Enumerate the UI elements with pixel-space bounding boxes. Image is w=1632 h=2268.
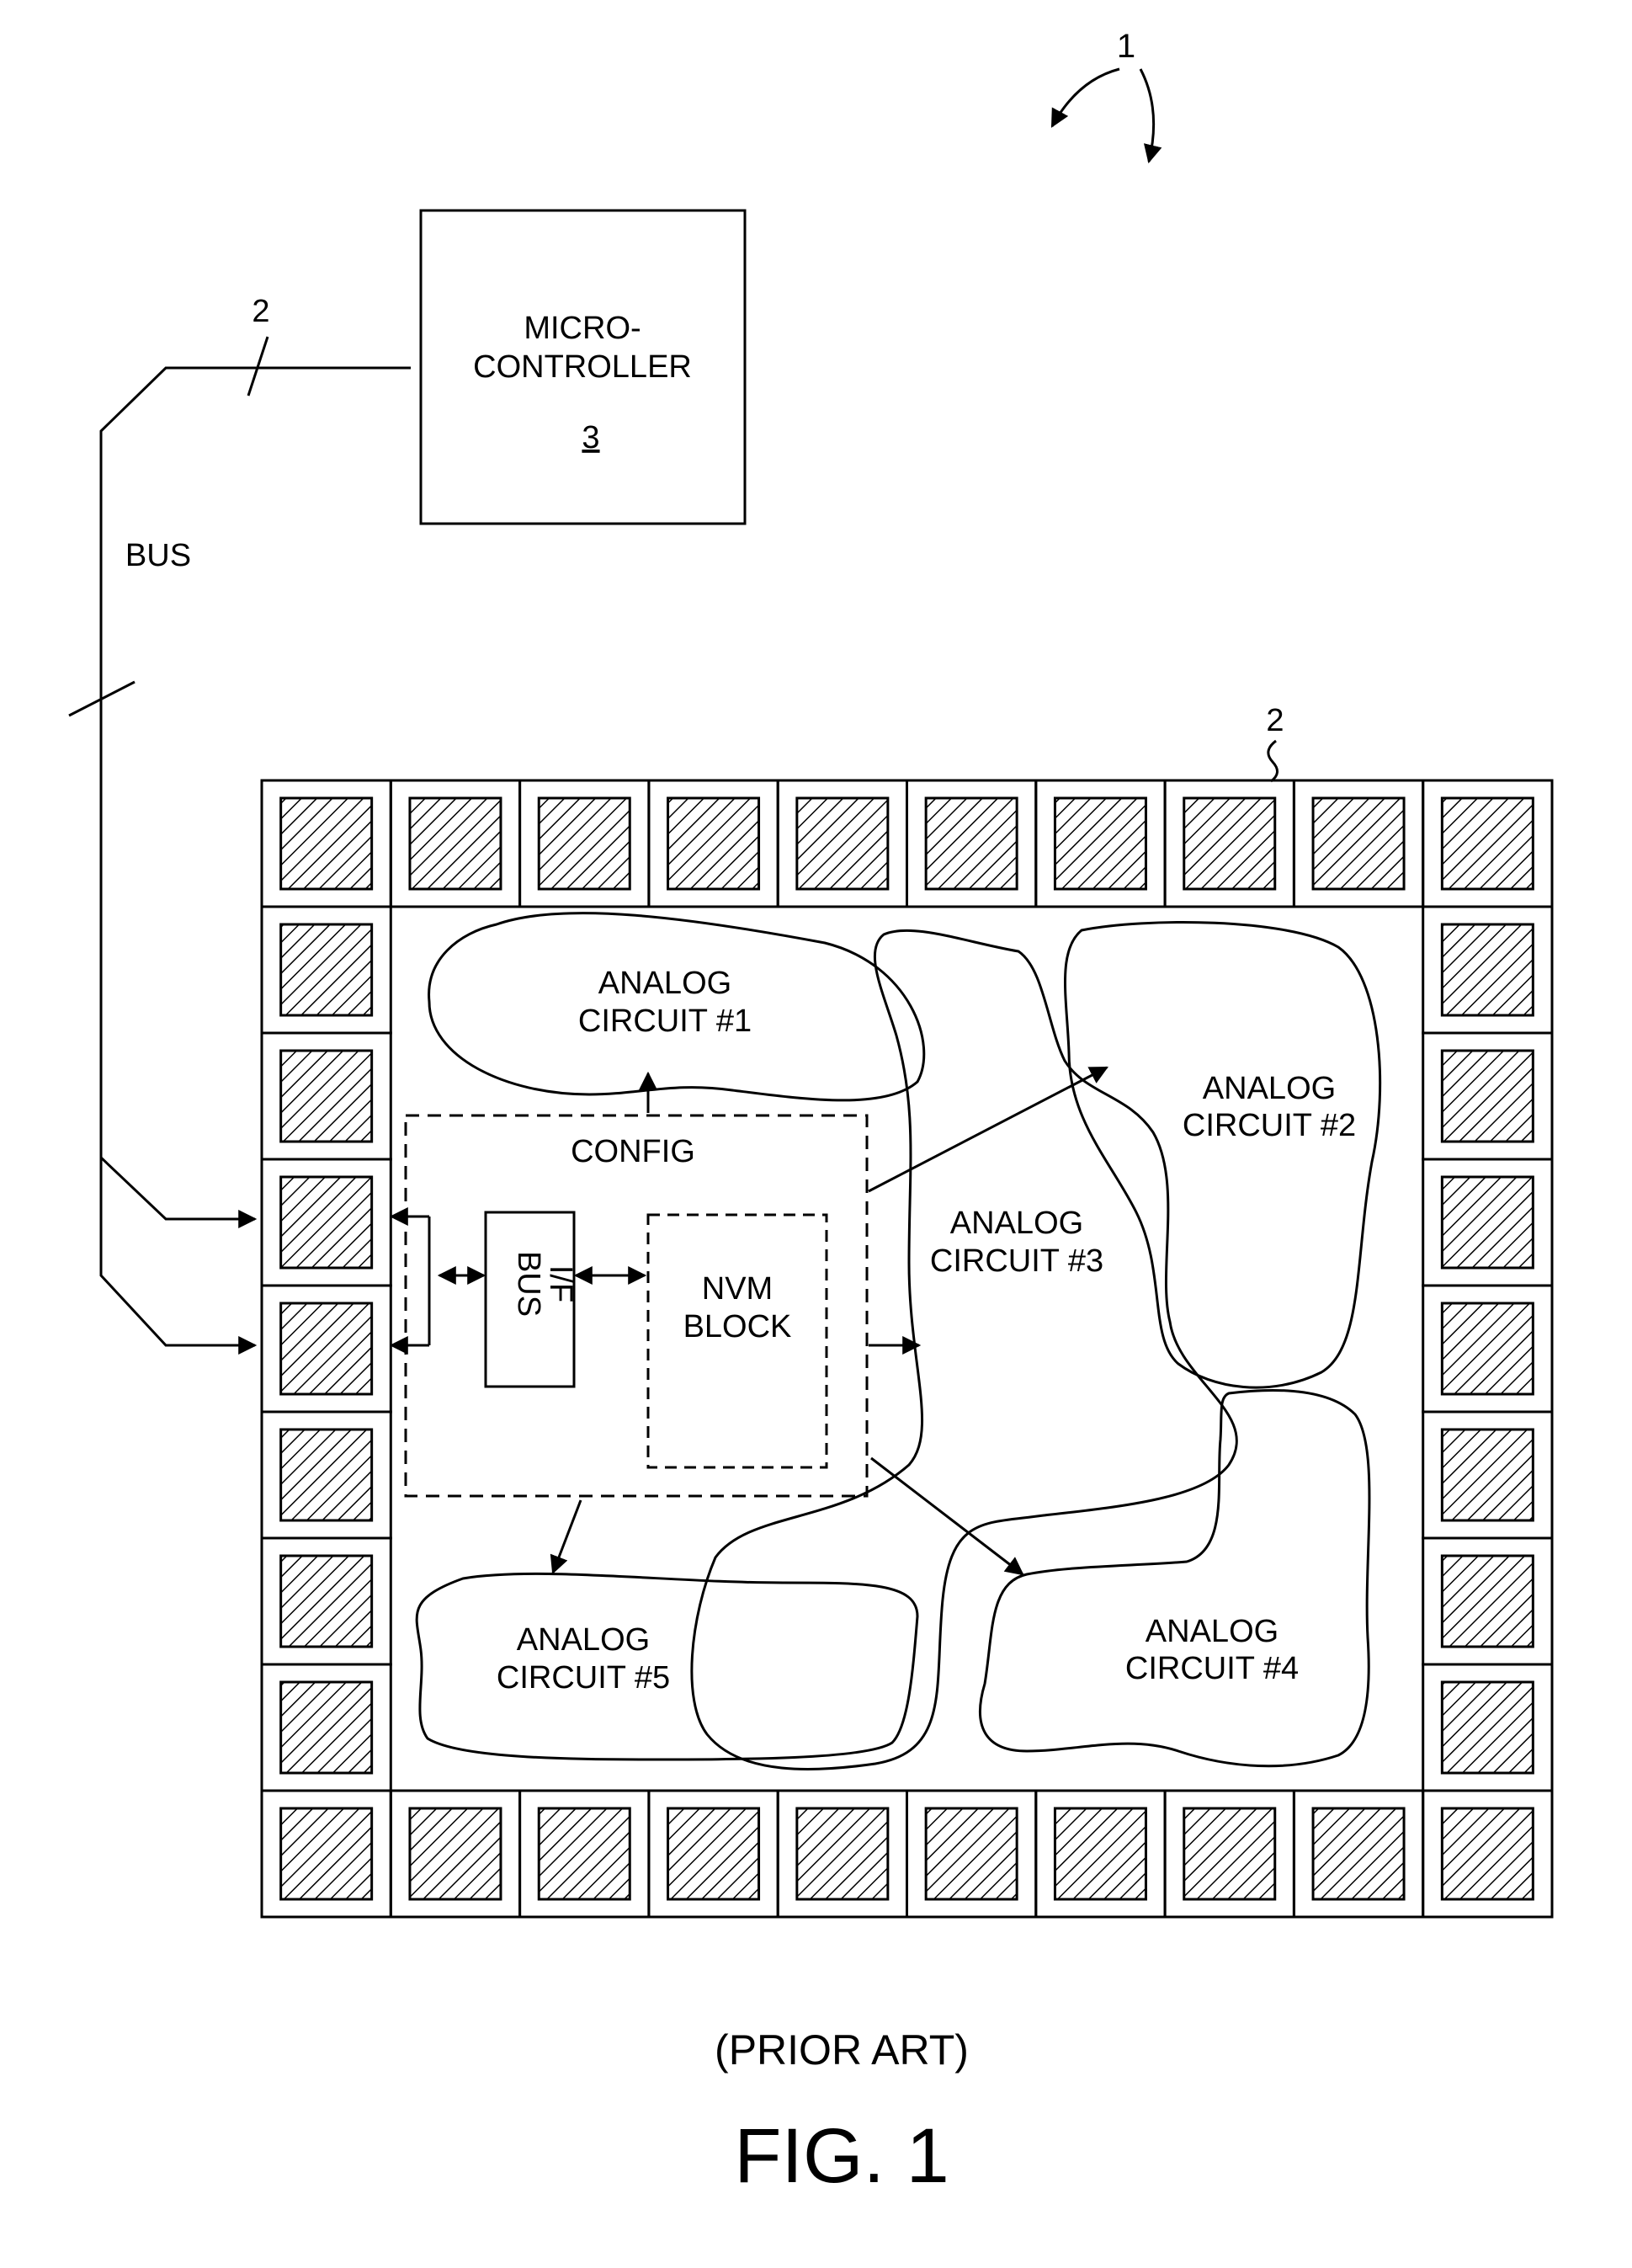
analog-circuit-4-outline <box>980 1390 1369 1765</box>
analog-circuit-1-label-line1: ANALOG <box>598 966 731 1001</box>
bus-width-ref-label: 2 <box>252 294 269 329</box>
io-pad <box>281 1429 372 1520</box>
config-label: CONFIG <box>571 1134 695 1169</box>
io-pad <box>281 1556 372 1647</box>
io-pad <box>668 1808 759 1899</box>
io-pad <box>281 924 372 1015</box>
prior-art-caption: (PRIOR ART) <box>715 2026 969 2074</box>
analog-circuit-4-label-line2: CIRCUIT #4 <box>1125 1651 1299 1686</box>
io-pad <box>281 1808 372 1899</box>
io-pad <box>1442 1051 1533 1142</box>
ref-system-label: 1 <box>1117 28 1135 65</box>
io-pad <box>281 1303 372 1394</box>
io-pad <box>1313 1808 1404 1899</box>
io-pad <box>926 1808 1017 1899</box>
io-pad <box>1442 1429 1533 1520</box>
analog-circuit-1-label-line2: CIRCUIT #1 <box>578 1004 752 1039</box>
io-pad <box>1184 798 1275 889</box>
figure-caption: FIG. 1 <box>734 2113 949 2199</box>
analog-circuit-3-label-line1: ANALOG <box>950 1206 1083 1241</box>
microcontroller-label-line1: MICRO- <box>524 311 641 346</box>
io-pad <box>539 1808 630 1899</box>
io-pad <box>281 1177 372 1268</box>
nvm-label-line2: BLOCK <box>683 1309 792 1344</box>
io-pad <box>1055 798 1146 889</box>
analog-circuit-2-label-line2: CIRCUIT #2 <box>1183 1108 1356 1143</box>
io-pad <box>926 798 1017 889</box>
analog-circuit-5-label-line2: CIRCUIT #5 <box>497 1660 670 1696</box>
bus-label: BUS <box>125 538 191 573</box>
io-pad <box>1442 1303 1533 1394</box>
io-pad <box>1442 924 1533 1015</box>
io-pad <box>1313 798 1404 889</box>
chip-ref-label: 2 <box>1266 703 1284 738</box>
analog-circuit-2-outline <box>1065 922 1379 1387</box>
ref-system-arrow-left <box>1052 69 1119 126</box>
microcontroller-label-line2: CONTROLLER <box>473 349 692 385</box>
io-pad <box>1442 798 1533 889</box>
io-pad <box>1184 1808 1275 1899</box>
chip-ref-leader <box>1268 741 1278 781</box>
io-pad <box>539 798 630 889</box>
io-pad <box>281 1051 372 1142</box>
chip-outline <box>262 780 1552 1917</box>
io-pad <box>668 798 759 889</box>
bus-if-label-line2: I/F <box>543 1265 578 1302</box>
io-pad <box>281 798 372 889</box>
io-pad <box>410 1808 501 1899</box>
nvm-label-line1: NVM <box>702 1271 773 1307</box>
analog-circuit-4-label-line1: ANALOG <box>1146 1614 1278 1649</box>
analog-circuit-5-label-line1: ANALOG <box>517 1622 650 1658</box>
microcontroller-ref: 3 <box>582 420 599 455</box>
config-block <box>406 1115 867 1496</box>
io-pad <box>1442 1177 1533 1268</box>
analog-circuit-3-label-line2: CIRCUIT #3 <box>930 1243 1103 1279</box>
io-pad-ring <box>262 780 1552 1917</box>
io-pad <box>1442 1556 1533 1647</box>
io-pad <box>797 1808 888 1899</box>
io-pad <box>797 798 888 889</box>
io-pad <box>281 1682 372 1773</box>
io-pad <box>1442 1808 1533 1899</box>
io-pad <box>1055 1808 1146 1899</box>
analog-circuit-2-label-line1: ANALOG <box>1203 1071 1336 1106</box>
bus-if-label-line1: BUS <box>511 1251 546 1317</box>
io-pad <box>410 798 501 889</box>
io-pad <box>1442 1682 1533 1773</box>
ref-system-arrow-right <box>1140 69 1154 162</box>
